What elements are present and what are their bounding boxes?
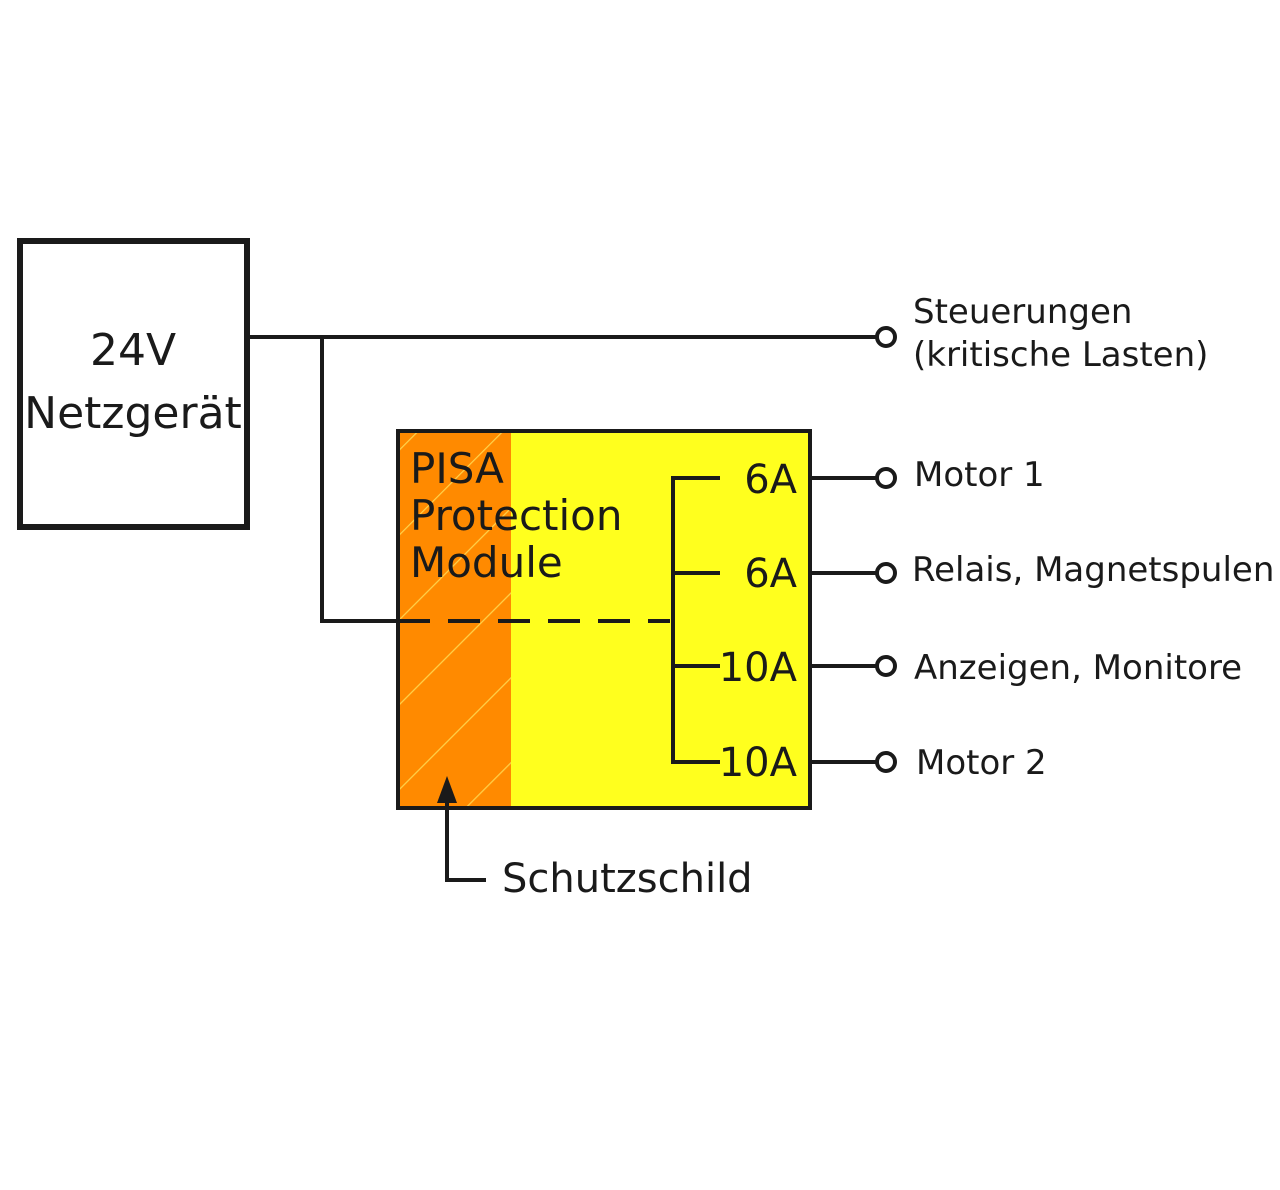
output-label-1: Motor 1 [914, 455, 1045, 495]
terminal-output-1 [875, 467, 897, 489]
rating-output-1: 6A [744, 457, 797, 503]
shield-callout: Schutzschild [437, 776, 753, 902]
output-3: Anzeigen, Monitore [810, 648, 1242, 688]
module-title-1: PISA [410, 444, 504, 493]
rating-output-4: 10A [719, 740, 798, 786]
output-1: Motor 1 [810, 455, 1045, 495]
arrow-up-icon [437, 776, 457, 803]
branch-line [320, 337, 398, 623]
output-label-3: Anzeigen, Monitore [914, 648, 1242, 688]
critical-load-label-1: Steuerungen [913, 292, 1132, 332]
terminal-critical [875, 326, 897, 348]
shield-label: Schutzschild [502, 856, 753, 902]
terminal-output-2 [875, 562, 897, 584]
critical-load-line: Steuerungen (kritische Lasten) [247, 292, 1208, 375]
terminal-output-3 [875, 655, 897, 677]
output-label-4: Motor 2 [916, 743, 1047, 783]
rating-output-3: 10A [719, 645, 798, 691]
power-supply-label: Netzgerät [24, 388, 242, 439]
power-supply-box: 24V Netzgerät [17, 238, 250, 530]
critical-load-label-2: (kritische Lasten) [913, 335, 1208, 375]
power-supply-voltage: 24V [90, 325, 176, 376]
module-title-3: Module [410, 538, 563, 587]
terminal-output-4 [875, 751, 897, 773]
output-label-2: Relais, Magnetspulen [912, 550, 1274, 590]
pisa-protection-module: PISA Protection Module 6A 6A 10A 10A [396, 429, 812, 810]
output-2: Relais, Magnetspulen [810, 550, 1274, 590]
module-title-2: Protection [410, 491, 622, 540]
rating-output-2: 6A [744, 551, 797, 597]
output-4: Motor 2 [810, 743, 1047, 783]
